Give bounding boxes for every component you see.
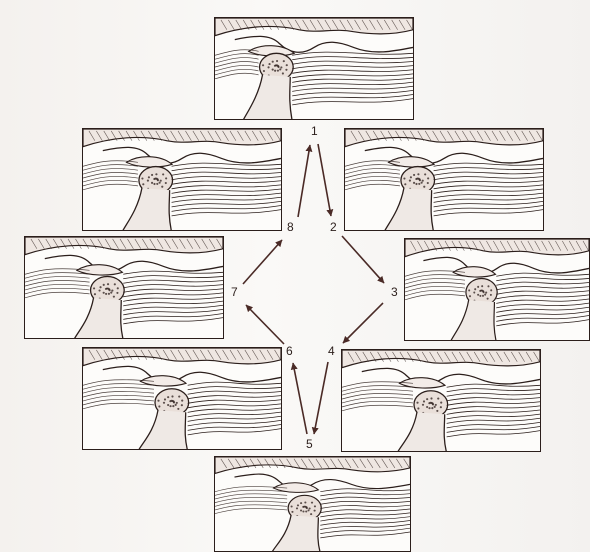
arrow-2-to-3 <box>342 236 384 283</box>
arrow-1-to-2 <box>318 144 331 216</box>
step-label-1: 1 <box>311 125 318 137</box>
arrow-6-to-7 <box>246 305 284 344</box>
arrow-3-to-4 <box>343 303 383 343</box>
arrow-7-to-8 <box>243 240 282 284</box>
arrow-5-to-6 <box>293 363 307 434</box>
step-label-4: 4 <box>328 345 335 357</box>
step-label-8: 8 <box>287 221 294 233</box>
arrow-4-to-5 <box>314 362 328 434</box>
step-label-2: 2 <box>330 221 337 233</box>
step-label-7: 7 <box>231 286 238 298</box>
arrow-8-to-1 <box>298 145 310 217</box>
step-label-6: 6 <box>286 345 293 357</box>
step-label-3: 3 <box>391 286 398 298</box>
step-label-5: 5 <box>306 438 313 450</box>
